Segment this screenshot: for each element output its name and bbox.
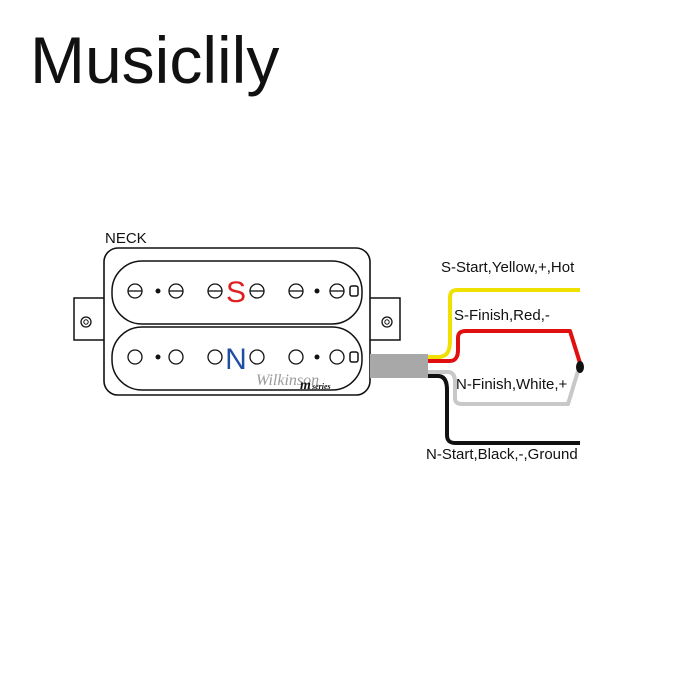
south-coil: S bbox=[111, 260, 363, 325]
south-letter: S bbox=[226, 276, 246, 309]
wire-label-black: N-Start,Black,-,Ground bbox=[426, 446, 578, 463]
north-coil: N bbox=[111, 326, 363, 391]
wire-label-yellow: S-Start,Yellow,+,Hot bbox=[441, 259, 575, 276]
north-letter: N bbox=[225, 343, 247, 376]
svg-text:m: m bbox=[300, 378, 311, 393]
mounting-tab-left bbox=[73, 297, 104, 341]
svg-text:series: series bbox=[311, 382, 331, 391]
splice-joint bbox=[576, 361, 584, 373]
mounting-tab-right bbox=[370, 297, 401, 341]
wire-label-red: S-Finish,Red,- bbox=[454, 307, 550, 324]
wire-label-white: N-Finish,White,+ bbox=[456, 376, 568, 393]
wire-red bbox=[428, 329, 582, 364]
maker-logo: Wilkinson bbox=[256, 372, 319, 389]
wire-white bbox=[428, 370, 580, 406]
wire-yellow bbox=[428, 288, 580, 359]
brand-title: Musiclily bbox=[30, 23, 280, 97]
cable-sleeve bbox=[370, 354, 428, 378]
wire-black bbox=[428, 374, 580, 445]
position-label: NECK bbox=[105, 230, 147, 247]
series-logo: m series bbox=[300, 378, 331, 393]
